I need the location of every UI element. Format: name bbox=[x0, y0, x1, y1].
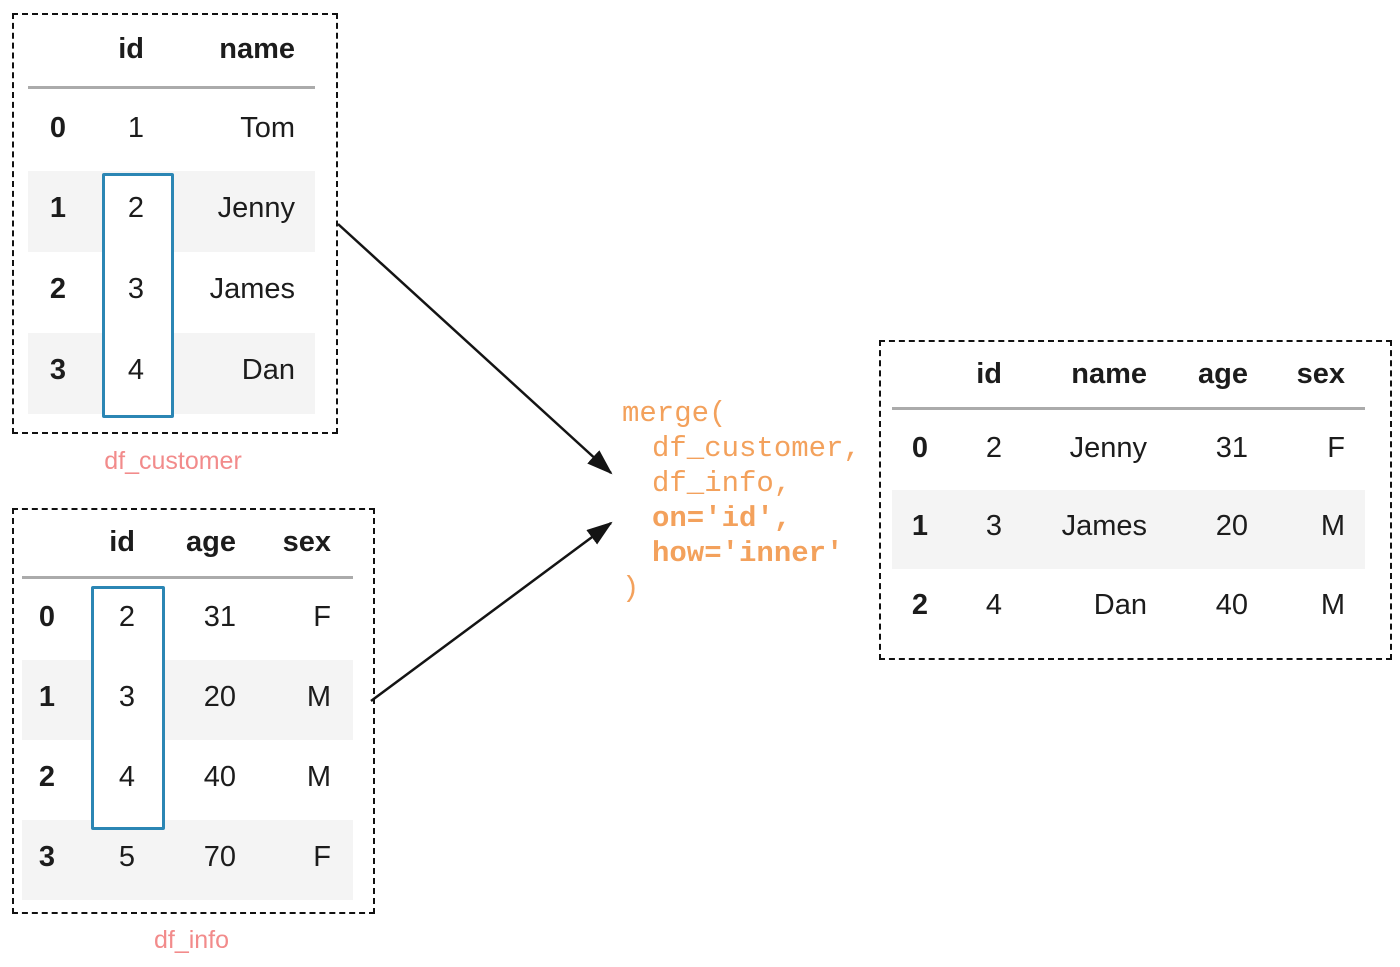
data-cell: Dan bbox=[241, 354, 295, 386]
data-cell: 1 bbox=[127, 111, 144, 144]
header-cell: sex bbox=[241, 510, 353, 579]
data-cell: 40 bbox=[1215, 589, 1248, 621]
data-cell: M bbox=[306, 760, 331, 793]
id-column-highlight-info bbox=[91, 586, 165, 830]
data-cell: 40 bbox=[203, 760, 236, 793]
data-cell: 31 bbox=[1215, 431, 1248, 464]
index-cell: 1 bbox=[49, 192, 67, 224]
data-cell: M bbox=[1320, 589, 1345, 621]
row-stripe bbox=[892, 490, 1365, 569]
code-line: df_customer, bbox=[652, 432, 861, 465]
table-row: 1 3 James 20 M bbox=[892, 487, 1365, 566]
table-row: 0 1 Tom bbox=[28, 87, 315, 168]
code-line: df_info, bbox=[652, 467, 792, 500]
table-row: 1 2 Jenny bbox=[28, 168, 315, 249]
data-cell: James bbox=[1061, 510, 1147, 542]
df-info-label: df_info bbox=[153, 926, 230, 954]
index-cell: 1 bbox=[38, 680, 56, 713]
index-cell: 0 bbox=[49, 111, 67, 144]
data-cell: Dan bbox=[1093, 589, 1147, 621]
data-cell: Jenny bbox=[1069, 431, 1147, 464]
header-cell: sex bbox=[1256, 342, 1365, 410]
data-cell: 70 bbox=[203, 840, 236, 873]
code-line: how='inner' bbox=[652, 537, 844, 570]
table-row: 0 2 Jenny 31 F bbox=[892, 408, 1365, 487]
data-cell: 3 bbox=[118, 680, 135, 713]
header-cell: id bbox=[948, 342, 1010, 410]
arrow-customer-to-merge bbox=[337, 223, 613, 475]
header-cell: age bbox=[140, 510, 241, 579]
data-cell: 2 bbox=[127, 192, 144, 224]
data-cell: 3 bbox=[127, 273, 144, 305]
table-row: 3 4 Dan bbox=[28, 330, 315, 411]
data-cell: 4 bbox=[118, 760, 135, 793]
index-cell: 2 bbox=[911, 589, 929, 621]
table-row: 1 3 20 M bbox=[22, 657, 353, 737]
data-cell: James bbox=[209, 273, 295, 305]
index-cell: 2 bbox=[38, 760, 56, 793]
row-stripe bbox=[22, 820, 353, 900]
table-row: 2 4 40 M bbox=[22, 737, 353, 817]
header-cell: age bbox=[1155, 342, 1256, 410]
df-info-box bbox=[12, 508, 375, 914]
header-cell: name bbox=[1010, 342, 1155, 410]
data-cell: Jenny bbox=[217, 192, 295, 224]
data-cell: 3 bbox=[985, 510, 1002, 542]
data-cell: 4 bbox=[985, 589, 1002, 621]
code-line: on='id', bbox=[652, 502, 792, 535]
table-row: 0 2 31 F bbox=[22, 577, 353, 657]
index-cell: 0 bbox=[38, 601, 56, 634]
data-cell: M bbox=[1320, 510, 1345, 542]
data-cell: F bbox=[313, 601, 331, 634]
data-cell: 20 bbox=[1215, 510, 1248, 542]
data-cell: 5 bbox=[118, 840, 135, 873]
header-cell bbox=[28, 13, 88, 89]
code-line: ) bbox=[622, 572, 640, 605]
data-cell: F bbox=[313, 840, 331, 873]
header-cell bbox=[22, 510, 72, 579]
index-cell: 3 bbox=[49, 354, 67, 386]
data-cell: 2 bbox=[118, 601, 135, 634]
df-customer-label: df_customer bbox=[104, 447, 242, 475]
data-cell: 4 bbox=[127, 354, 144, 386]
data-cell: Tom bbox=[240, 111, 295, 144]
index-cell: 2 bbox=[49, 273, 67, 305]
data-cell: 2 bbox=[985, 431, 1002, 464]
data-cell: 31 bbox=[203, 601, 236, 634]
table-row: 2 4 Dan 40 M bbox=[892, 566, 1365, 645]
row-stripe bbox=[22, 660, 353, 740]
index-cell: 3 bbox=[38, 840, 56, 873]
table-row: 3 5 70 F bbox=[22, 817, 353, 897]
index-cell: 1 bbox=[911, 510, 929, 542]
id-column-highlight-customer bbox=[102, 173, 174, 418]
header-cell: id bbox=[88, 13, 148, 89]
arrow-info-to-merge bbox=[370, 521, 613, 703]
code-line: merge( bbox=[622, 397, 727, 430]
data-cell: F bbox=[1327, 431, 1345, 464]
merge-code: merge(df_customer,df_info,on='id',how='i… bbox=[622, 396, 861, 606]
data-cell: 20 bbox=[203, 680, 236, 713]
header-cell: id bbox=[72, 510, 140, 579]
data-cell: M bbox=[306, 680, 331, 713]
header-cell: name bbox=[148, 13, 315, 89]
table-row: 2 3 James bbox=[28, 249, 315, 330]
index-cell: 0 bbox=[911, 431, 929, 464]
header-cell bbox=[892, 342, 948, 410]
result-box bbox=[879, 340, 1392, 660]
